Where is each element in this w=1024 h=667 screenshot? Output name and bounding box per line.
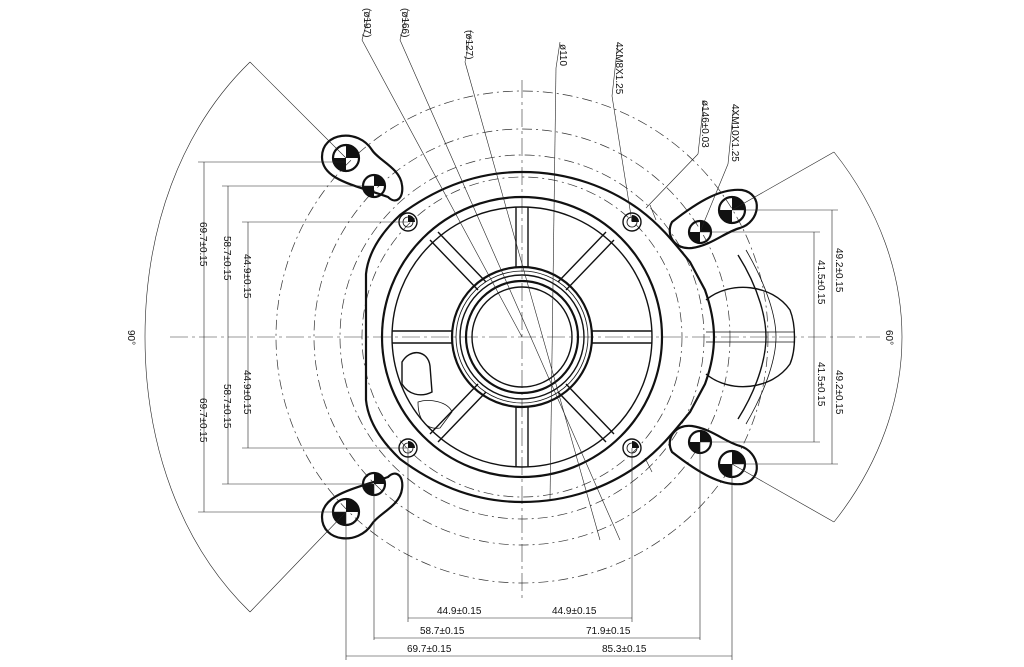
label-m8: 4XM8X1.25 [613,42,624,95]
reference-circles [275,90,769,584]
dim-left-inner-top: 44.9±0.15 [241,254,252,299]
label-d197: (ø197) [361,8,372,37]
bottom-dimension-labels: 44.9±0.15 44.9±0.15 58.7±0.15 71.9±0.15 … [407,606,647,655]
dim-right-inner-top: 41.5±0.15 [815,260,826,305]
dim-bottom-row2-right: 71.9±0.15 [586,626,631,637]
angle-labels: 90° 60° [125,330,894,345]
dim-bottom-row1-right: 44.9±0.15 [552,606,597,617]
dim-left-outer-top: 69.7±0.15 [197,222,208,267]
dim-left-outer-bottom: 69.7±0.15 [197,398,208,443]
dim-left-mid-top: 58.7±0.15 [221,236,232,281]
label-d146: ø146±0.03 [699,100,710,148]
angle-left-label: 90° [125,330,136,345]
dim-right-outer-bottom: 49.2±0.15 [833,370,844,415]
center-lines [170,80,880,600]
extension-lines [198,161,838,660]
dim-bottom-row3-right: 85.3±0.15 [602,644,647,655]
dim-bottom-row1-left: 44.9±0.15 [437,606,482,617]
inner-rings [380,195,664,479]
label-d166: (ø166) [399,8,410,37]
label-m10: 4XM10X1.25 [729,104,740,162]
label-d127: (ø127) [463,30,474,59]
leader-labels: (ø197) (ø166) (ø127) ø110 4XM8X1.25 ø146… [361,8,740,162]
dim-left-inner-bottom: 44.9±0.15 [241,370,252,415]
dimension-lines [203,162,833,657]
label-d110: ø110 [557,44,568,66]
dim-left-mid-bottom: 58.7±0.15 [221,384,232,429]
left-dimension-labels: 69.7±0.15 58.7±0.15 44.9±0.15 44.9±0.15 … [197,222,252,443]
dim-bottom-row2-left: 58.7±0.15 [420,626,465,637]
angle-arcs [144,61,903,613]
dim-right-outer-top: 49.2±0.15 [833,248,844,293]
leader-lines [361,9,735,541]
angle-right-label: 60° [883,330,894,345]
dim-bottom-row3-left: 69.7±0.15 [407,644,452,655]
right-dimension-labels: 49.2±0.15 41.5±0.15 41.5±0.15 49.2±0.15 [815,248,844,415]
dim-right-inner-bottom: 41.5±0.15 [815,362,826,407]
flange-body [320,134,796,540]
spokes [392,207,652,467]
